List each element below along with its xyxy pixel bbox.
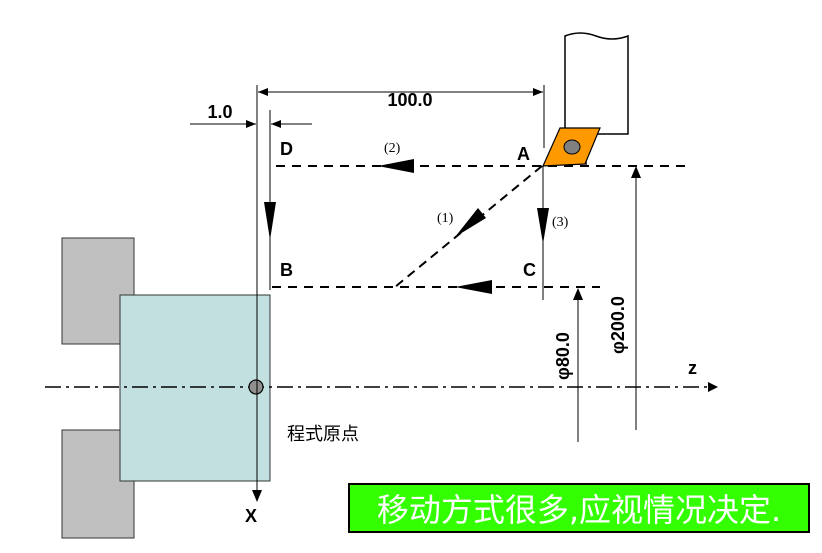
dim-100-arrow-right — [533, 88, 543, 96]
note-text: 移动方式很多,应视情况决定. — [376, 491, 782, 529]
dim-1-arrow-right — [271, 120, 281, 128]
program-origin-marker — [248, 379, 264, 395]
point-b-label: B — [280, 260, 293, 280]
path-3-arrowhead — [537, 208, 549, 244]
point-d-label: D — [280, 139, 293, 159]
path-1-label: (1) — [437, 211, 454, 226]
x-axis-arrowhead — [252, 490, 262, 502]
path-c-b-arrowhead — [455, 280, 492, 294]
z-axis-label: z — [688, 358, 697, 378]
dim-100-arrow-left — [258, 88, 268, 96]
dim-1-arrow-left — [246, 120, 256, 128]
path-2-label: (2) — [384, 141, 401, 156]
path-d-b-arrowhead — [264, 202, 276, 240]
program-origin-label: 程式原点 — [287, 424, 359, 444]
dim-phi200-label: φ200.0 — [608, 296, 628, 354]
insert-hole-icon — [563, 139, 581, 155]
point-c-label: C — [523, 260, 536, 280]
z-axis-arrowhead — [708, 382, 718, 392]
dim-100-label: 100.0 — [387, 90, 432, 110]
dim-phi80-label: φ80.0 — [553, 332, 573, 380]
point-a-label: A — [517, 144, 530, 164]
x-axis-label: X — [245, 506, 257, 526]
path-1-arrowhead — [455, 208, 486, 237]
path-2-arrowhead — [378, 159, 414, 173]
dim-phi200-arrowhead — [631, 166, 641, 178]
path-3-label: (3) — [552, 215, 569, 230]
workpiece — [119, 294, 271, 482]
dim-1-label: 1.0 — [207, 102, 232, 122]
dim-phi80-arrowhead — [573, 288, 583, 300]
note-banner: 移动方式很多,应视情况决定. — [348, 483, 810, 533]
